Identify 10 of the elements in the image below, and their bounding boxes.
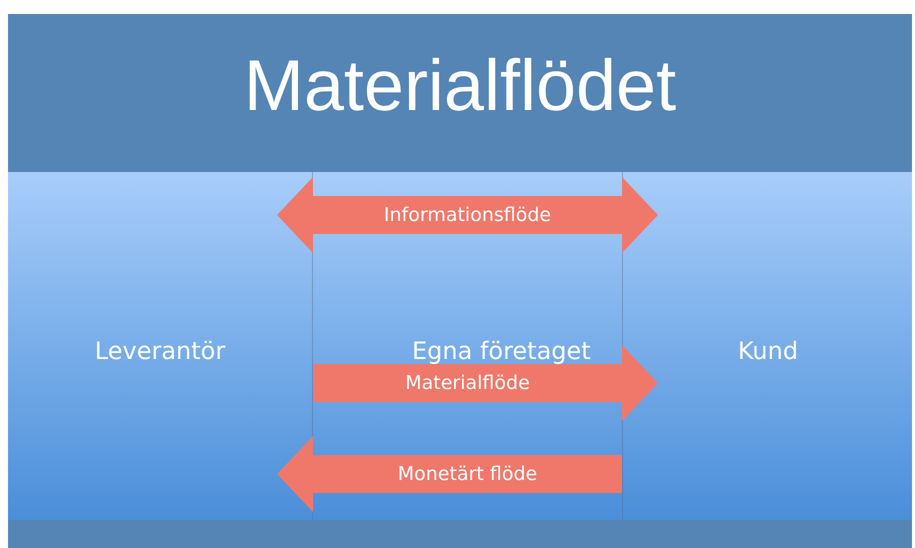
column-label: Egna företaget	[412, 336, 591, 366]
column-label: Kund	[738, 336, 798, 366]
column-label: Leverantör	[94, 336, 226, 366]
edge-label: Materialflöde	[405, 371, 530, 395]
block-arrow	[313, 345, 658, 421]
edge-label: Monetärt flöde	[398, 462, 538, 486]
block-arrow	[277, 436, 622, 512]
edge-label: Informationsflöde	[384, 203, 552, 227]
slide-title: Materialflödet	[244, 45, 676, 128]
block-arrow	[277, 177, 658, 253]
